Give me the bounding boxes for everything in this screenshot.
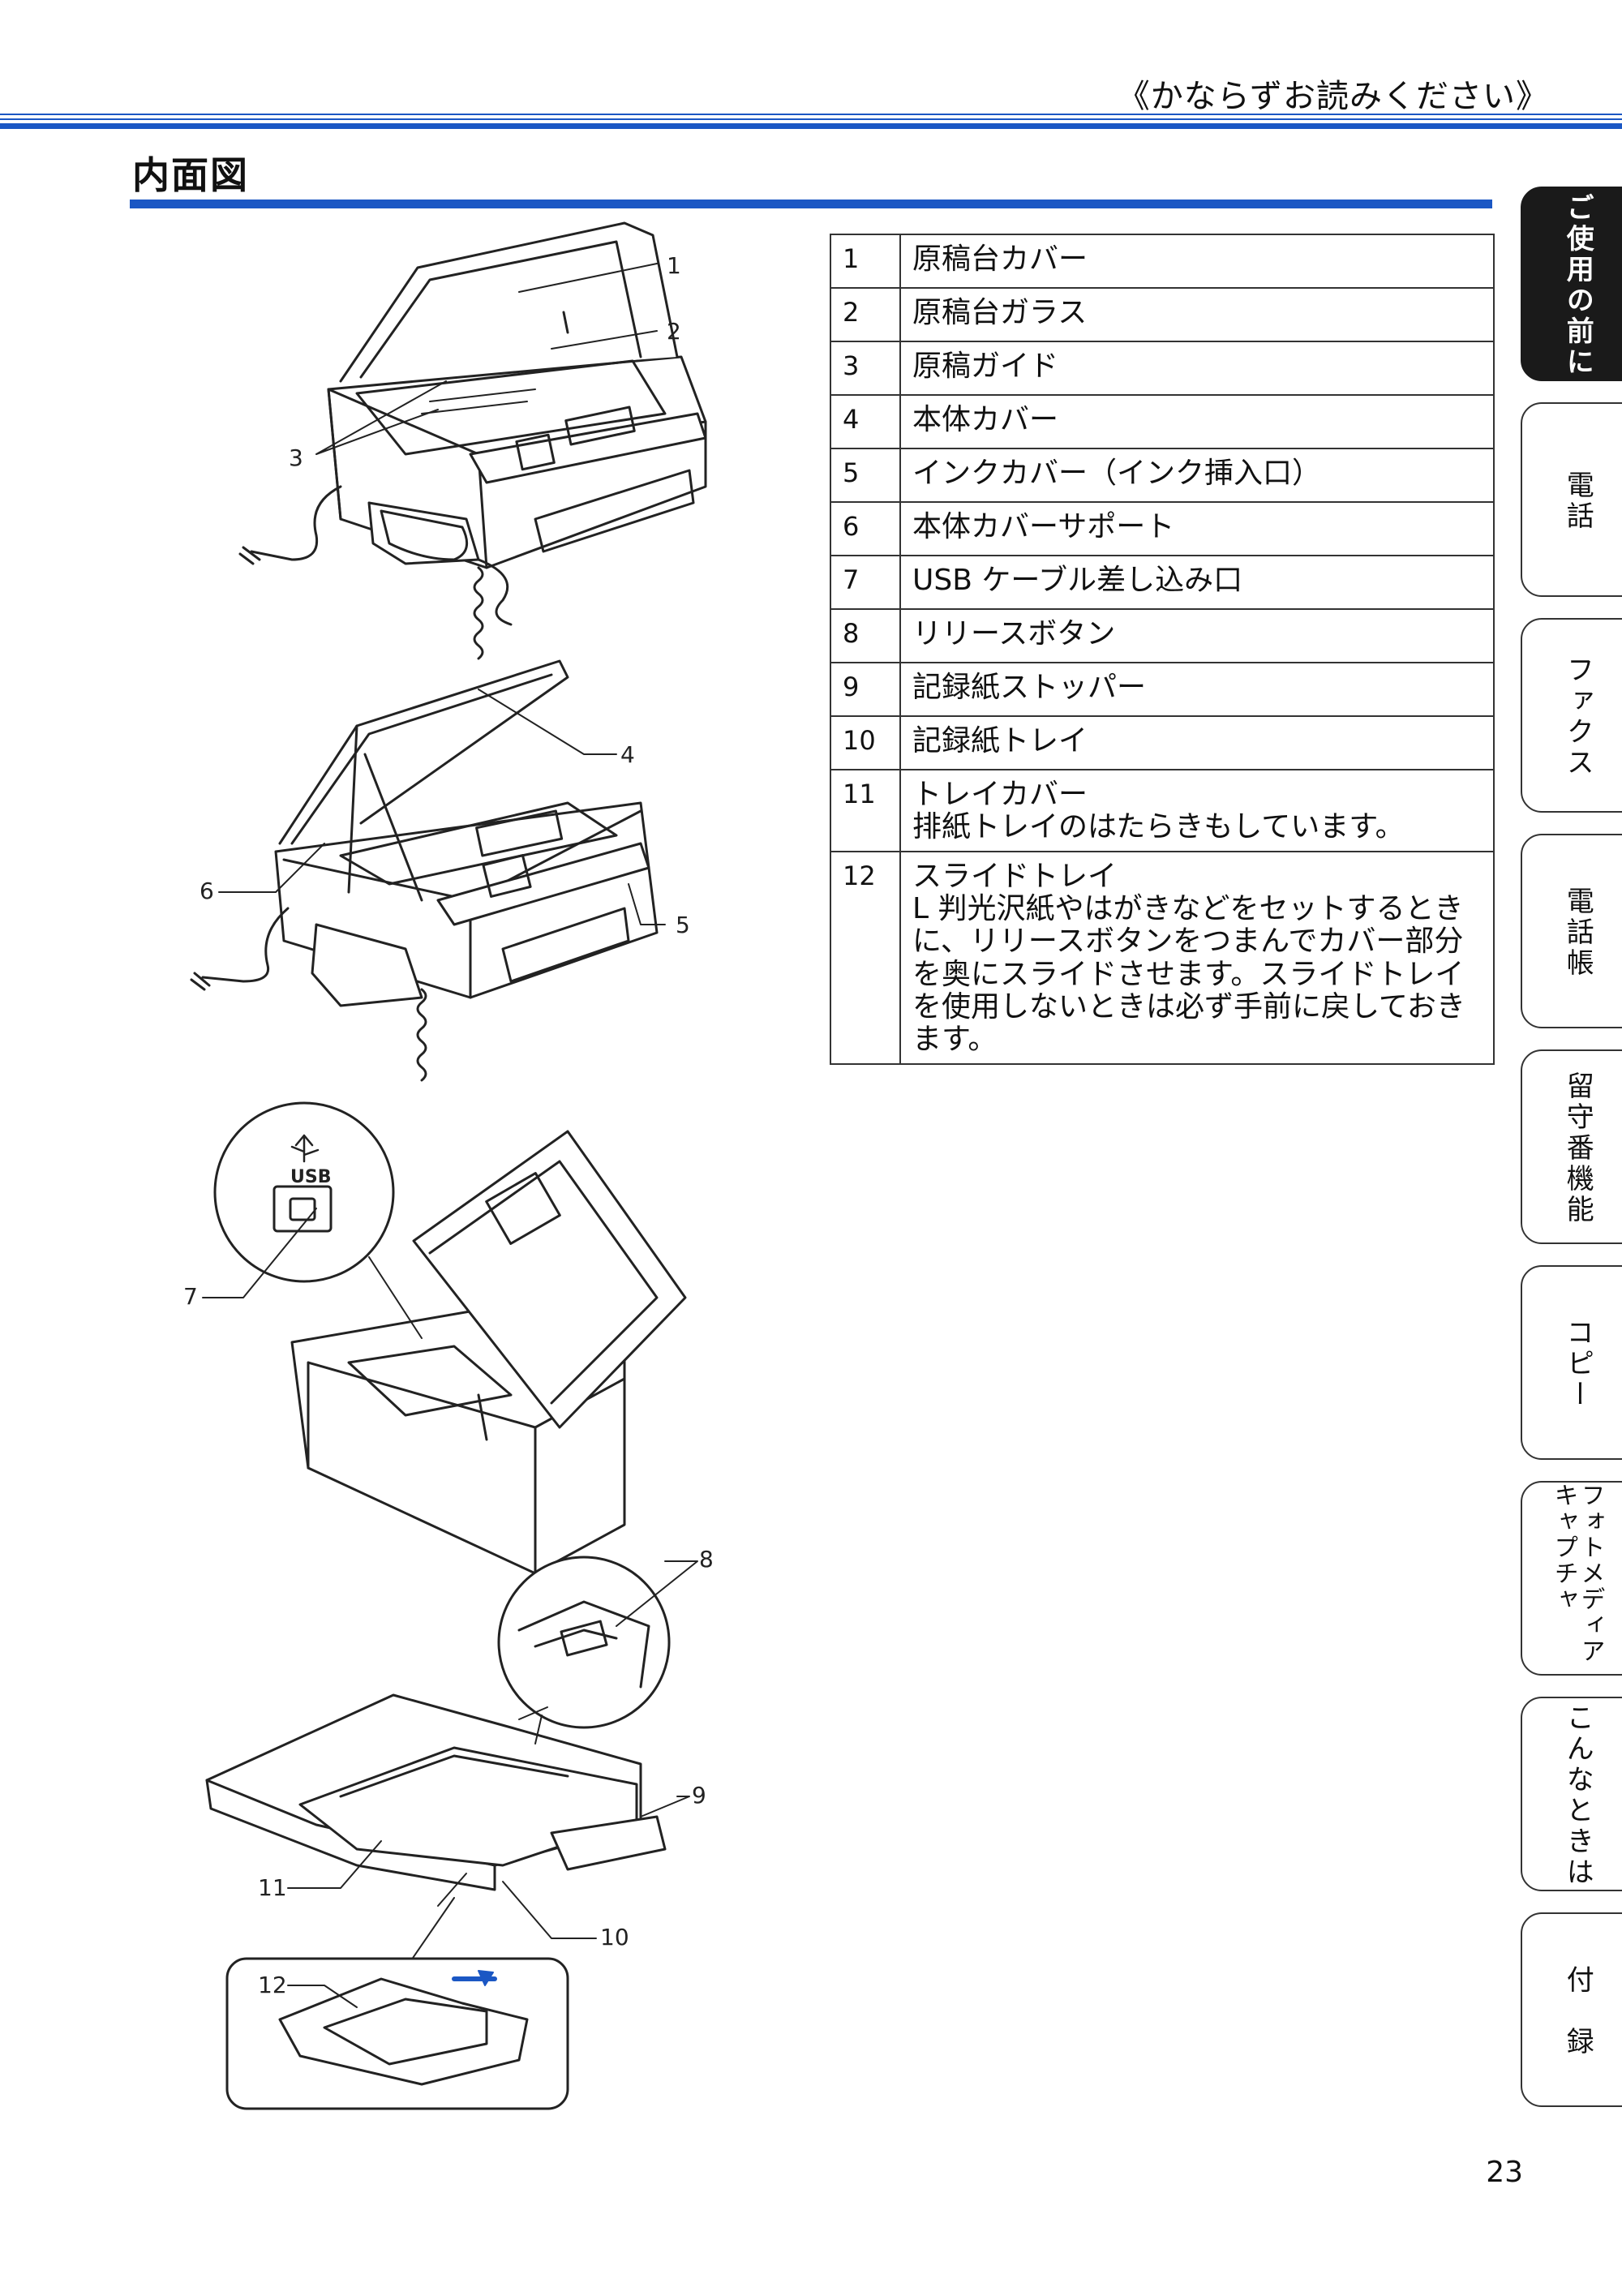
part-name: USB ケーブル差し込み口 (899, 555, 1495, 610)
table-row: 2 原稿台ガラス (830, 287, 1495, 342)
part-number: 3 (830, 341, 901, 396)
tab-appendix[interactable]: 付 録 (1521, 1912, 1622, 2107)
callout-10: 10 (600, 1924, 629, 1951)
parts-table: 1 原稿台カバー 2 原稿台ガラス 3 原稿ガイド 4 本体カバー 5 インクカ… (830, 234, 1495, 1065)
table-row: 8 リリースボタン (830, 608, 1495, 663)
part-name: 記録紙ストッパー (899, 662, 1495, 717)
tab-label: 付 録 (1561, 1965, 1594, 2058)
tab-label: ご使用の前に (1561, 193, 1594, 378)
callout-9: 9 (692, 1782, 706, 1809)
usb-label: USB (290, 1167, 331, 1187)
part-number: 2 (830, 287, 901, 342)
part-number: 9 (830, 662, 901, 717)
part-name: 記録紙トレイ (899, 715, 1495, 770)
table-row: 1 原稿台カバー (830, 234, 1495, 289)
table-row: 6 本体カバーサポート (830, 501, 1495, 556)
tab-label: 電話帳 (1561, 886, 1594, 979)
part-name: スライドトレイ (912, 859, 1118, 893)
tab-before-use[interactable]: ご使用の前に (1521, 187, 1622, 381)
printer-scanner-open-figure (238, 221, 707, 660)
tab-fax[interactable]: ファクス (1521, 618, 1622, 813)
part-note: L 判光沢紙やはがきなどをセットするときに、リリースボタンをつまんでカバー部分を… (912, 891, 1465, 1057)
part-number: 7 (830, 555, 901, 610)
tab-copy[interactable]: コピー (1521, 1265, 1622, 1460)
part-description: トレイカバー 排紙トレイのはたらきもしています。 (899, 769, 1495, 852)
table-row: 3 原稿ガイド (830, 341, 1495, 396)
table-row: 12 スライドトレイ L 判光沢紙やはがきなどをセットするときに、リリースボタン… (830, 850, 1495, 1065)
part-name: 原稿台ガラス (899, 287, 1495, 342)
part-name: 原稿ガイド (899, 341, 1495, 396)
page-number: 23 (1486, 2156, 1523, 2189)
part-number: 8 (830, 608, 901, 663)
callout-11: 11 (258, 1874, 287, 1901)
table-row: 5 インクカバー（インク挿入口） (830, 448, 1495, 503)
tab-label: フォトメディアキャプチャ (1549, 1483, 1605, 1664)
table-row: 7 USB ケーブル差し込み口 (830, 555, 1495, 610)
part-description: スライドトレイ L 判光沢紙やはがきなどをセットするときに、リリースボタンをつま… (899, 850, 1495, 1065)
part-number: 4 (830, 394, 901, 449)
callout-8: 8 (699, 1546, 714, 1573)
section-rule (130, 200, 1492, 208)
tab-troubleshooting[interactable]: こんなときは (1521, 1697, 1622, 1891)
part-number: 11 (830, 769, 901, 852)
tab-label: コピー (1561, 1318, 1594, 1410)
tab-label: こんなときは (1561, 1703, 1594, 1888)
header-rule-thin-1 (0, 114, 1622, 115)
tab-answering[interactable]: 留守番機能 (1521, 1049, 1622, 1244)
header-rule-thick (0, 123, 1622, 129)
table-row: 9 記録紙ストッパー (830, 662, 1495, 717)
part-number: 5 (830, 448, 901, 503)
callout-4: 4 (620, 741, 635, 768)
part-number: 1 (830, 234, 901, 289)
header-note: 《かならずお読みください》 (1117, 78, 1549, 115)
table-row: 11 トレイカバー 排紙トレイのはたらきもしています。 (830, 769, 1495, 852)
part-name: トレイカバー (912, 778, 1088, 811)
part-name: リリースボタン (899, 608, 1495, 663)
printer-usb-figure (202, 1101, 687, 1575)
printer-body-open-figure (190, 659, 666, 1082)
callout-3: 3 (289, 444, 303, 471)
tab-telephone[interactable]: 電話 (1521, 402, 1622, 597)
part-name: 本体カバー (899, 394, 1495, 449)
callout-6: 6 (200, 878, 214, 904)
tab-label: ファクス (1561, 655, 1594, 779)
part-number: 10 (830, 715, 901, 770)
paper-tray-figure (205, 1556, 698, 2110)
table-row: 10 記録紙トレイ (830, 715, 1495, 770)
callout-7: 7 (183, 1283, 198, 1310)
callout-5: 5 (676, 912, 690, 938)
part-name: 本体カバーサポート (899, 501, 1495, 556)
part-number: 12 (830, 850, 901, 1065)
callout-12: 12 (258, 1972, 287, 1998)
callout-1: 1 (667, 252, 681, 279)
header-rule-thin-2 (0, 118, 1622, 120)
tab-photo-media[interactable]: フォトメディアキャプチャ (1521, 1481, 1622, 1676)
part-note: 排紙トレイのはたらきもしています。 (912, 810, 1405, 844)
tab-label: 留守番機能 (1561, 1071, 1594, 1225)
tab-label: 電話 (1561, 470, 1594, 532)
table-row: 4 本体カバー (830, 394, 1495, 449)
part-name: 原稿台カバー (899, 234, 1495, 289)
part-number: 6 (830, 501, 901, 556)
callout-2: 2 (667, 318, 681, 345)
part-name: インクカバー（インク挿入口） (899, 448, 1495, 503)
tab-phonebook[interactable]: 電話帳 (1521, 834, 1622, 1028)
section-title: 内面図 (132, 153, 249, 197)
